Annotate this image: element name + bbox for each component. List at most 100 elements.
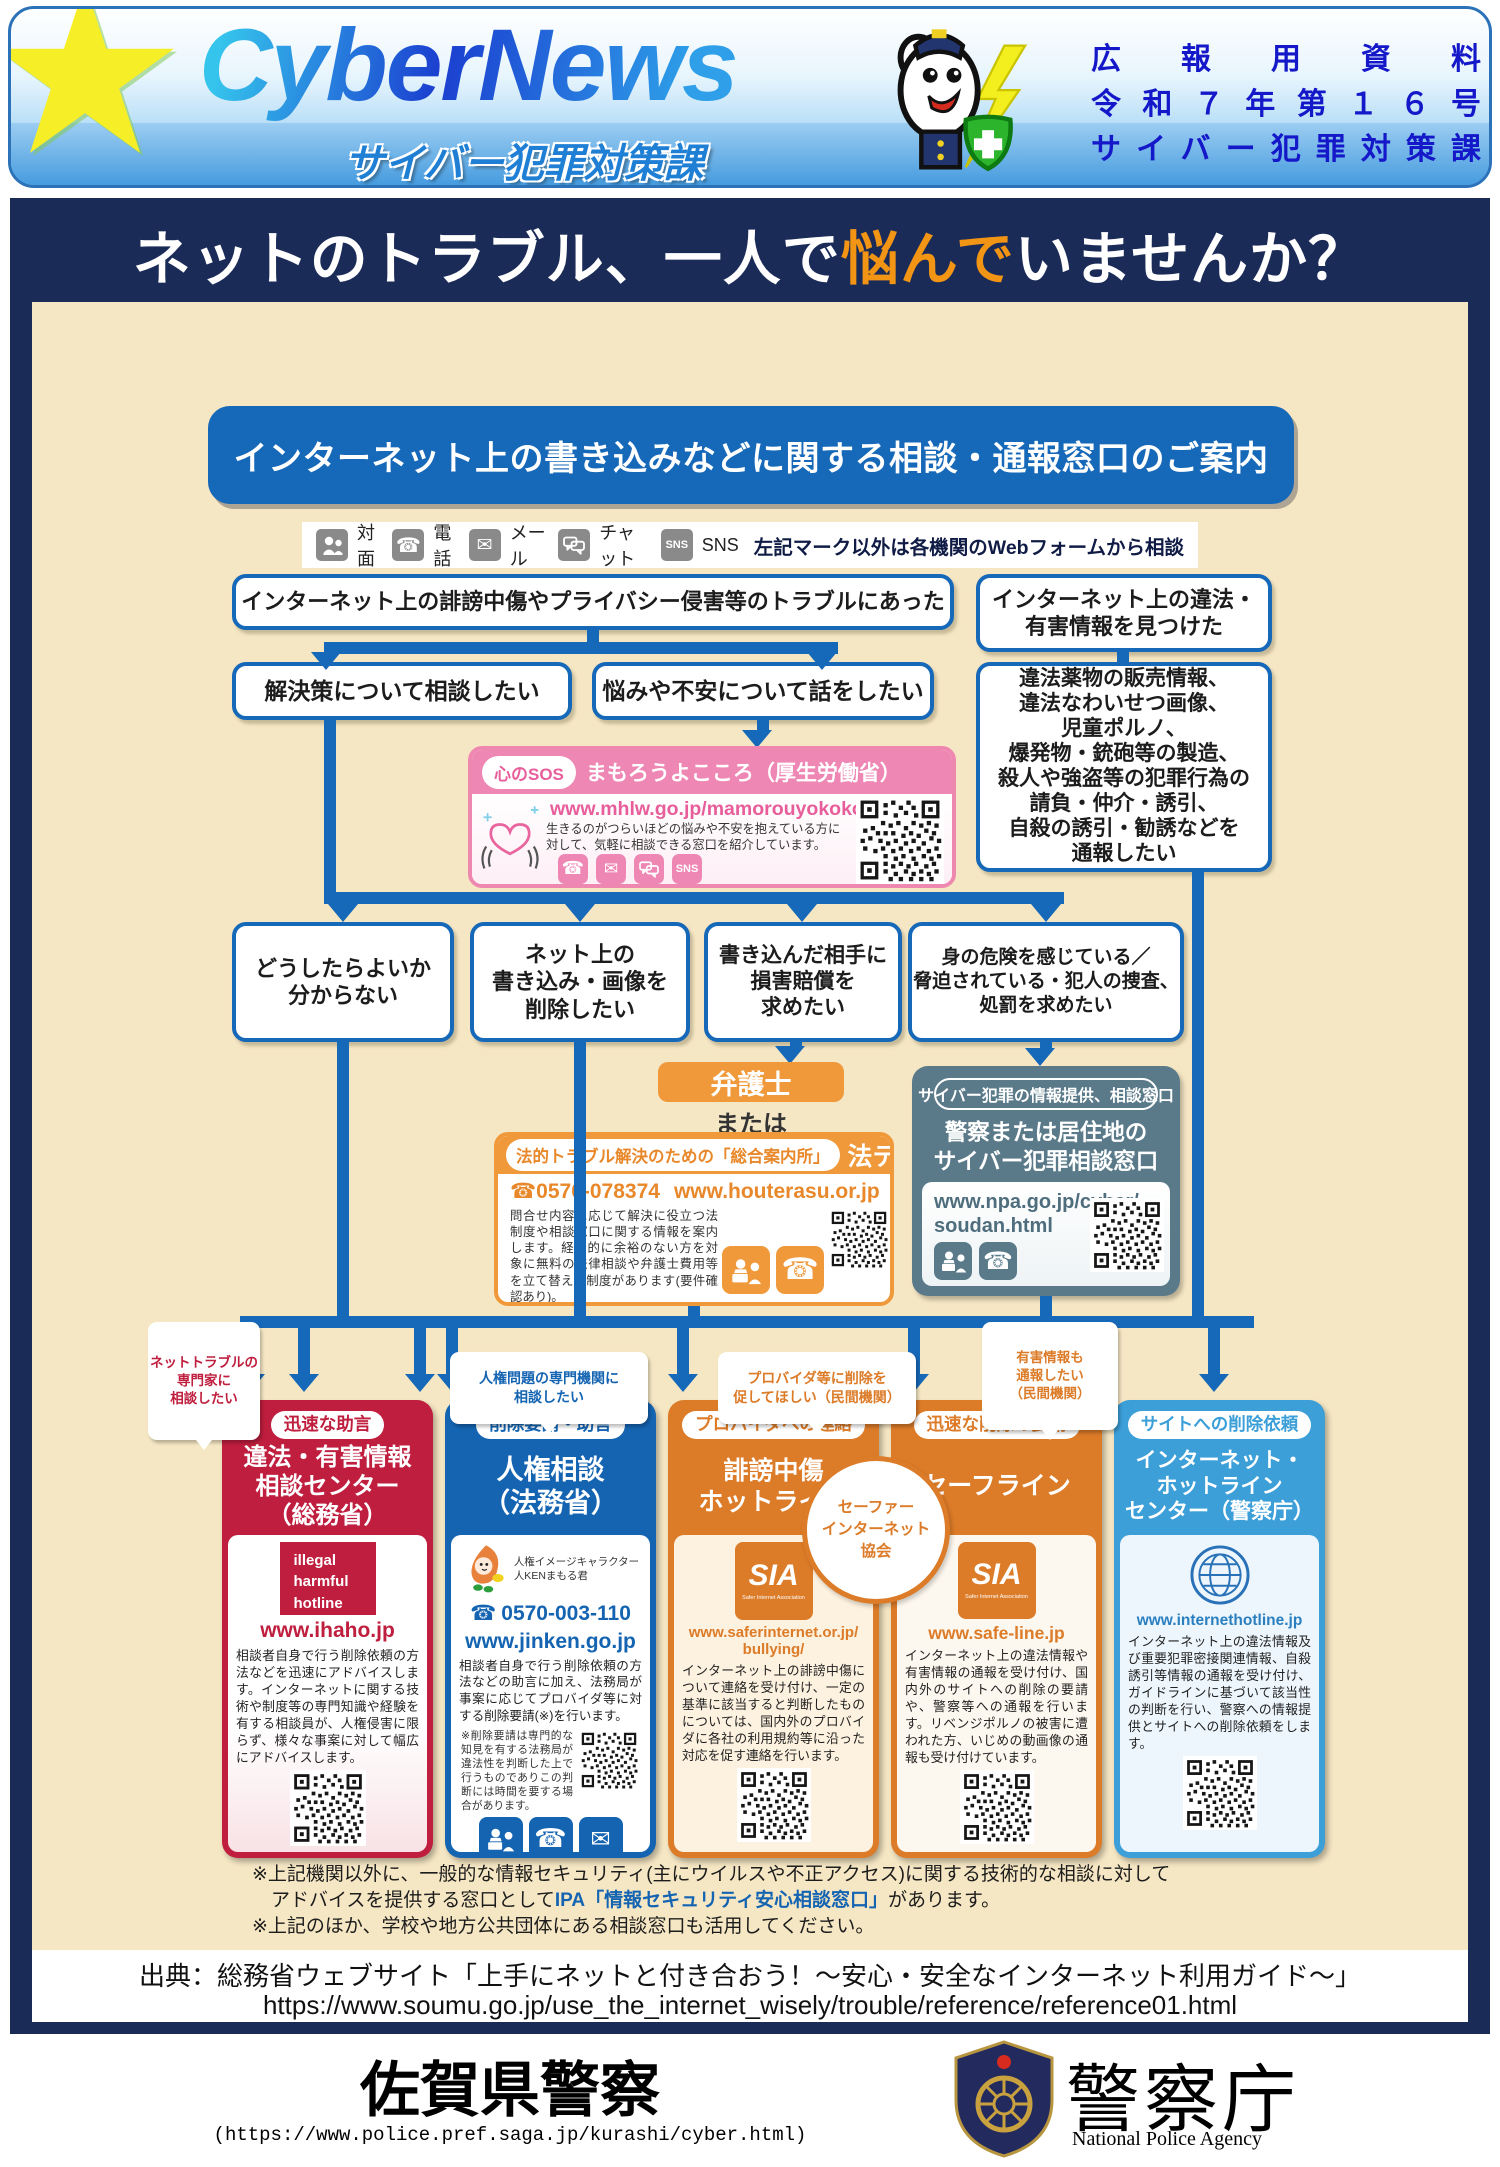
- police-mascot-icon: [897, 29, 1028, 172]
- connector: [790, 1042, 802, 1048]
- chat-icon: [558, 529, 591, 561]
- houterasu-desc: 問合せ内容に応じて解決に役立つ法制度や相談窓口に関する情報を案内します。経済的に…: [510, 1209, 718, 1304]
- houterasu-contact-line: ☎0570-078374 www.houterasu.or.jp: [510, 1180, 886, 1204]
- houterasu-badge: 法的トラブル解決のための「総合案内所」: [506, 1139, 840, 1171]
- column-body: SIA Safer Internet Association www.safe-…: [897, 1534, 1096, 1852]
- phone-icon: ☎: [776, 1246, 824, 1294]
- newsletter-header: ★ CyberNews サイバー犯罪対策課 広報用資料 令和７年第１６号 サイバ…: [8, 6, 1492, 188]
- flow-box-delete-posts: ネット上の 書き込み・画像を 削除したい: [470, 922, 690, 1042]
- heart-hands-icon: [481, 806, 539, 869]
- qr-code: [1090, 1198, 1164, 1272]
- arrow-down-icon: [787, 904, 817, 922]
- column-url: www.saferinternet.or.jp/ bullying/: [688, 1623, 859, 1658]
- phone-icon: ☎: [510, 1179, 537, 1203]
- houterasu-phone: 0570-078374: [536, 1180, 660, 1203]
- column-url: www.ihaho.jp: [260, 1618, 395, 1642]
- note-ipa: IPA「情報セキュリティ安心相談窓口」: [554, 1890, 888, 1911]
- column-body: SIA Safer Internet Association www.safer…: [674, 1534, 873, 1852]
- connector: [298, 1328, 310, 1378]
- connector: [1117, 652, 1129, 662]
- column-title: セーフライン: [922, 1472, 1071, 1501]
- connector: [688, 1306, 700, 1318]
- arrow-down-icon: [405, 1374, 435, 1392]
- ihaho-logo: illegal harmful hotline: [279, 1541, 376, 1615]
- mail-icon: ✉: [578, 1816, 623, 1852]
- column-phone: 0570-003-110: [501, 1601, 631, 1625]
- flow-box-consult-solution: 解決策について相談したい: [232, 662, 572, 720]
- flow-box-dont-know: どうしたらよいか 分からない: [232, 922, 454, 1042]
- saga-police-name: 佐賀県警察: [360, 2058, 660, 2124]
- police-badge: サイバー犯罪の情報提供、相談窓口: [918, 1078, 1174, 1110]
- mail-icon: ✉: [596, 854, 626, 884]
- source-url: https://www.soumu.go.jp/use_the_internet…: [262, 1990, 1238, 2020]
- legend-label: メール: [509, 523, 546, 569]
- police-icons: ☎: [934, 1242, 1017, 1280]
- banner-title-pre: ネットのトラブル、一人で: [132, 227, 841, 292]
- npa-name-en: National Police Agency: [1072, 2128, 1262, 2150]
- ihaho-logo-line: hotline: [293, 1595, 343, 1612]
- newsletter-logo-subtitle: サイバー犯罪対策課: [344, 142, 704, 186]
- column-ihaho: 迅速な助言 違法・有害情報 相談センター （総務省） illegal harmf…: [222, 1400, 433, 1858]
- note-text: アドバイスを提供する窓口として: [252, 1890, 555, 1911]
- column-url: www.jinken.go.jp: [465, 1629, 636, 1653]
- legend-note: 左記マーク以外は各機関のWebフォームから相談: [753, 536, 1185, 559]
- houterasu-icons: ☎: [722, 1246, 824, 1294]
- newsletter-logo: CyberNews: [199, 8, 739, 122]
- guide-heading: インターネット上の書き込みなどに関する相談・通報窓口のご案内: [208, 406, 1294, 504]
- connector: [574, 1042, 586, 1318]
- police-panel: www.npa.go.jp/cyber/ soudan.html ☎: [922, 1182, 1170, 1286]
- legend-label: SNS: [701, 534, 739, 555]
- note-text: があります。: [888, 1890, 1001, 1911]
- qr-code: [1182, 1756, 1257, 1831]
- callout-net-trouble: ネットトラブルの 専門家に 相談したい: [148, 1322, 260, 1450]
- column-internet-hotline: サイトへの削除依頼 インターネット・ ホットライン センター（警察庁） www.…: [1114, 1400, 1325, 1858]
- connector: [324, 720, 336, 896]
- arrow-down-icon: [565, 904, 595, 922]
- phone-icon: ☎: [528, 1816, 573, 1852]
- qr-code: [828, 1208, 890, 1270]
- police-url: www.npa.go.jp/cyber/ soudan.html: [934, 1191, 1139, 1237]
- phone-icon: ☎: [979, 1242, 1017, 1280]
- star-icon: ★: [11, 9, 189, 185]
- sia-logo-subtext: Safer Internet Association: [742, 1594, 805, 1601]
- arrow-down-icon: [311, 652, 341, 670]
- arrow-down-icon: [807, 652, 837, 670]
- sia-logo-text: SIA: [971, 1558, 1022, 1592]
- person-icon: [316, 529, 348, 561]
- source-line: 出典：総務省ウェブサイト「上手にネットと付き合おう！～安心・安全なインターネット…: [138, 1961, 1361, 1991]
- connector: [1192, 872, 1204, 1318]
- ihaho-logo-line: illegal: [293, 1551, 337, 1569]
- doc-info: 広報用資料 令和７年第１６号 サイバー犯罪対策課: [1091, 37, 1481, 172]
- kokoro-title: まもろうよこころ（厚生労働省）: [585, 762, 901, 785]
- jinken-mascot-icon: [471, 1544, 504, 1592]
- column-desc: インターネット上の誹謗中傷について連絡を受け付け、一定の基準に該当すると判断した…: [682, 1663, 865, 1764]
- column-desc: インターネット上の違法情報及び重要犯罪密接関連情報、自殺誘引等情報の通報を受け付…: [1128, 1634, 1311, 1752]
- flow-box-danger: 身の危険を感じている／ 脅迫されている・犯人の捜査、 処罰を求めたい: [908, 922, 1184, 1042]
- ihaho-logo-line: harmful: [293, 1573, 349, 1591]
- banner-title: ネットのトラブル、一人で悩んでいませんか？: [30, 212, 1470, 296]
- phone-icon: ☎: [392, 529, 425, 561]
- qr-code: [959, 1770, 1034, 1844]
- column-safeline: 迅速な削除の要請 セーフライン SIA Safer Internet Assoc…: [891, 1400, 1102, 1858]
- connector: [1040, 1042, 1052, 1050]
- connector: [1208, 1328, 1220, 1378]
- jinken-mascot-caption: 人権イメージキャラクター 人KENまもる君: [513, 1555, 640, 1582]
- connector: [337, 1042, 349, 1318]
- connector: [587, 630, 599, 642]
- column-desc: インターネット上の違法情報や有害情報の通報を受け付け、国内外のサイトへの削除の要…: [905, 1647, 1088, 1765]
- jinken-mascot-row: 人権イメージキャラクター 人KENまもる君: [462, 1542, 639, 1598]
- houterasu-card: 法的トラブル解決のための「総合案内所」 法テラス ☎0570-078374 ww…: [494, 1132, 894, 1306]
- column-desc: 相談者自身で行う削除依頼の方法などの助言に加え、法務局が事案に応じてプロバイダ等…: [459, 1658, 642, 1723]
- connector: [324, 892, 1064, 904]
- column-title: 違法・有害情報 相談センター （総務省）: [243, 1443, 412, 1530]
- callout-jinken: 人権問題の専門機関に 相談したい: [450, 1352, 648, 1434]
- flow-box-talk-worries: 悩みや不安について話をしたい: [592, 662, 934, 720]
- note-line: ※上記のほか、学校や地方公共団体にある相談窓口も活用してください。: [252, 1916, 875, 1937]
- column-url: www.safe-line.jp: [928, 1622, 1065, 1643]
- flow-box-trouble: インターネット上の誹謗中傷やプライバシー侵害等のトラブルにあった: [232, 574, 954, 630]
- doc-info-line: サイバー犯罪対策課: [1091, 133, 1481, 166]
- column-url: www.internethotline.jp: [1136, 1611, 1303, 1629]
- counter-icon: [478, 1816, 523, 1852]
- kokoro-sos-card: 心のSOS まもろうよこころ（厚生労働省） www.mhlw.go.jp/mam…: [468, 746, 956, 888]
